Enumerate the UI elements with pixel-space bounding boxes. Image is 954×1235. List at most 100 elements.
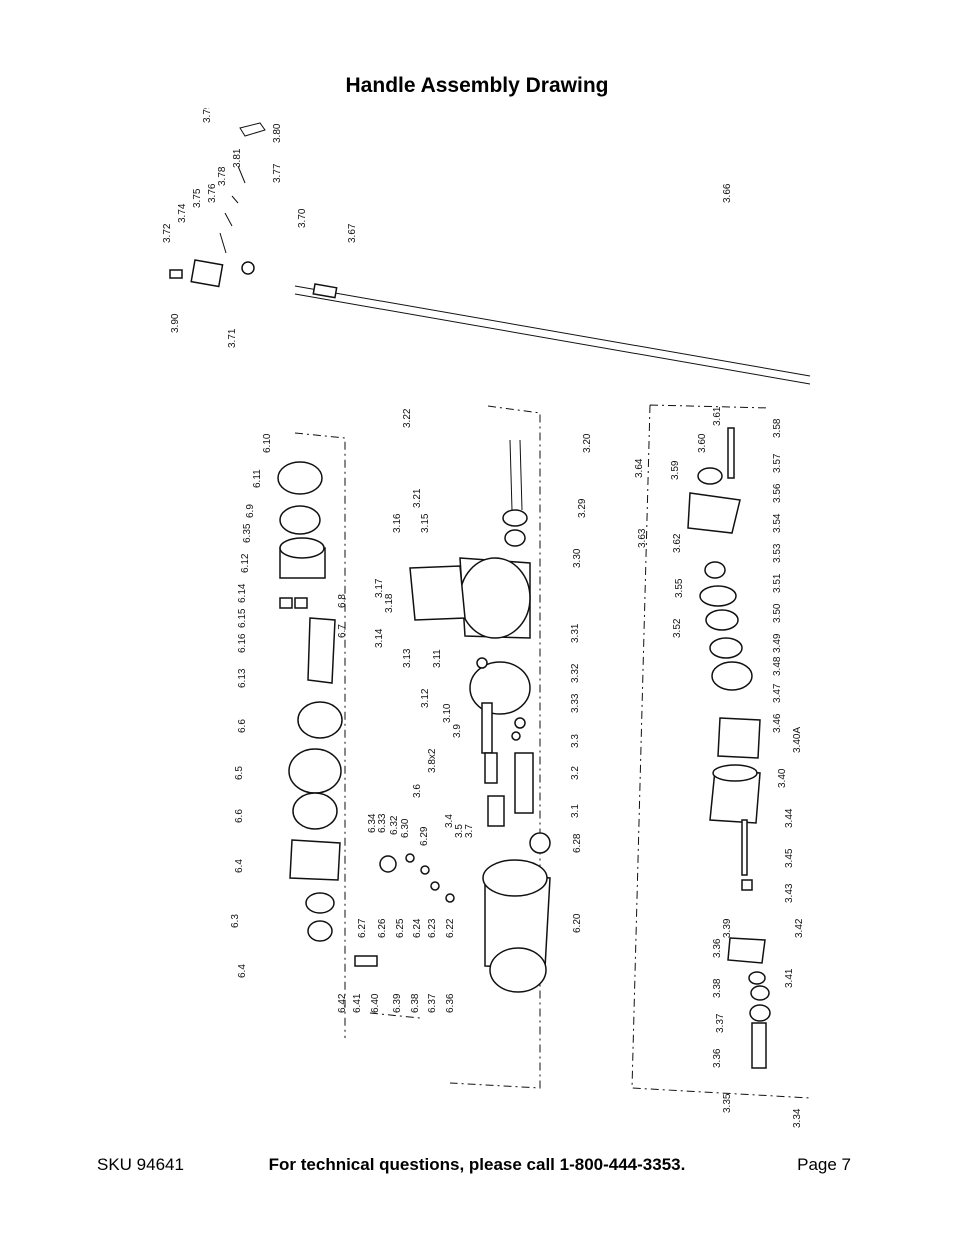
label-3-8x2: 3.8x2: [427, 748, 438, 773]
page-title: Handle Assembly Drawing: [345, 74, 609, 97]
label-6-38: 6.38: [410, 993, 421, 1013]
label-3-34: 3.34: [792, 1108, 803, 1128]
footer-tech-questions: For technical questions, please call 1-8…: [268, 1155, 686, 1174]
label-6-32: 6.32: [389, 815, 400, 835]
label-6-9: 6.9: [245, 504, 256, 518]
labels-left: 6.10 6.11 6.9 6.35 6.12 6.14 6.15 6.16 6…: [230, 433, 348, 978]
footer-page-number: Page 7: [797, 1155, 851, 1174]
labels-center: 3.22 3.16 3.21 3.15 3.17 3.18 3.14 3.13 …: [337, 408, 593, 1013]
label-3-36-a: 3.36: [712, 938, 723, 958]
label-3-38: 3.38: [712, 978, 723, 998]
label-3-90: 3.90: [170, 313, 181, 333]
label-6-5: 6.5: [234, 766, 245, 780]
label-3-58: 3.58: [772, 418, 783, 438]
label-6-24: 6.24: [412, 918, 423, 938]
label-3-12: 3.12: [420, 688, 431, 708]
label-3-52: 3.52: [672, 618, 683, 638]
labels-right: 3.64 3.59 3.60 3.61 3.58 3.63 3.62 3.57 …: [634, 406, 805, 1128]
label-6-4-b: 6.4: [237, 964, 248, 978]
label-3-47: 3.47: [772, 683, 783, 703]
label-3-64: 3.64: [634, 458, 645, 478]
left-parts: [277, 461, 343, 942]
label-3-62: 3.62: [672, 533, 683, 553]
handle-tube: [169, 122, 811, 385]
label-3-80: 3.80: [272, 123, 283, 143]
label-6-29: 6.29: [419, 826, 430, 846]
label-3-59: 3.59: [670, 460, 681, 480]
label-6-8: 6.8: [337, 594, 348, 608]
label-3-72: 3.72: [162, 223, 173, 243]
label-6-20: 6.20: [572, 913, 583, 933]
label-3-10: 3.10: [442, 703, 453, 723]
label-6-37: 6.37: [427, 993, 438, 1013]
label-6-22: 6.22: [445, 918, 456, 938]
label-3-42: 3.42: [794, 918, 805, 938]
label-3-33: 3.33: [570, 693, 581, 713]
label-3-57: 3.57: [772, 453, 783, 473]
label-6-36: 6.36: [445, 993, 456, 1013]
label-3-11: 3.11: [432, 649, 443, 668]
label-3-76: 3.76: [207, 183, 218, 203]
handle-assembly-diagram: 3.79 3.80 3.81 3.77 3.78 3.76 3.75 3.74 …: [120, 103, 820, 1138]
label-6-25: 6.25: [395, 918, 406, 938]
label-3-63: 3.63: [637, 528, 648, 548]
label-3-61: 3.61: [712, 406, 723, 426]
label-6-16: 6.16: [237, 633, 248, 653]
label-3-66: 3.66: [722, 183, 733, 203]
label-6-12: 6.12: [240, 553, 251, 573]
label-3-6: 3.6: [412, 784, 423, 798]
label-3-9: 3.9: [452, 724, 463, 738]
label-3-2: 3.2: [570, 766, 581, 780]
label-3-78: 3.78: [217, 166, 228, 186]
label-3-22: 3.22: [402, 408, 413, 428]
label-3-46: 3.46: [772, 713, 783, 733]
footer-sku: SKU 94641: [97, 1155, 184, 1174]
label-3-21: 3.21: [412, 488, 423, 508]
label-6-3: 6.3: [230, 914, 241, 928]
label-3-60: 3.60: [697, 433, 708, 453]
label-3-79: 3.79: [202, 108, 213, 123]
label-3-41: 3.41: [784, 968, 795, 988]
label-3-16: 3.16: [392, 513, 403, 533]
label-3-49: 3.49: [772, 633, 783, 653]
label-3-53: 3.53: [772, 543, 783, 563]
label-3-40a: 3.40A: [792, 727, 803, 753]
label-3-29: 3.29: [577, 498, 588, 518]
label-3-43: 3.43: [784, 883, 795, 903]
label-6-23: 6.23: [427, 918, 438, 938]
label-3-5: 3.5: [454, 824, 465, 838]
label-6-27: 6.27: [357, 918, 368, 938]
label-3-55: 3.55: [674, 578, 685, 598]
label-6-40: 6.40: [370, 993, 381, 1013]
pump-body: [354, 405, 551, 1089]
label-3-81: 3.81: [232, 148, 243, 168]
label-6-34: 6.34: [367, 813, 378, 833]
label-3-50: 3.50: [772, 603, 783, 623]
label-6-26: 6.26: [377, 918, 388, 938]
label-3-39: 3.39: [722, 918, 733, 938]
label-3-75: 3.75: [192, 188, 203, 208]
label-3-18: 3.18: [384, 593, 395, 613]
label-6-10: 6.10: [262, 433, 273, 453]
label-6-42: 6.42: [337, 993, 348, 1013]
label-3-56: 3.56: [772, 483, 783, 503]
label-3-44: 3.44: [784, 808, 795, 828]
label-3-74: 3.74: [177, 203, 188, 223]
label-6-13: 6.13: [237, 668, 248, 688]
label-6-15: 6.15: [237, 608, 248, 628]
label-6-33: 6.33: [377, 813, 388, 833]
label-3-4: 3.4: [444, 814, 455, 828]
label-3-45: 3.45: [784, 848, 795, 868]
label-6-6-a: 6.6: [237, 719, 248, 733]
label-6-30: 6.30: [400, 818, 411, 838]
label-3-15: 3.15: [420, 513, 431, 533]
label-3-54: 3.54: [772, 513, 783, 533]
label-6-41: 6.41: [352, 993, 363, 1013]
label-3-35: 3.35: [722, 1093, 733, 1113]
label-6-14: 6.14: [237, 583, 248, 603]
label-6-6-b: 6.6: [234, 809, 245, 823]
label-3-48: 3.48: [772, 656, 783, 676]
label-3-20: 3.20: [582, 433, 593, 453]
label-3-70: 3.70: [297, 208, 308, 228]
label-6-39: 6.39: [392, 993, 403, 1013]
